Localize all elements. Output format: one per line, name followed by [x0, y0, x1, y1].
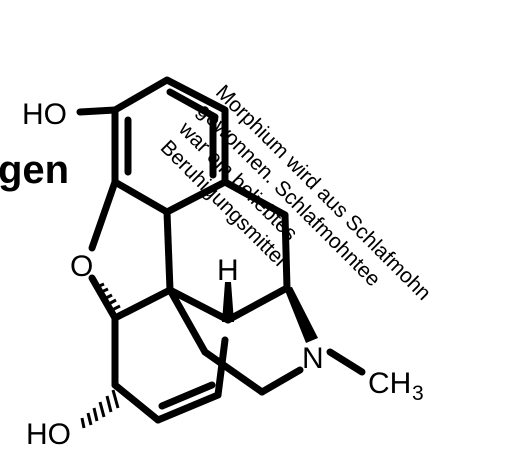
heading-fragment: gen [0, 148, 70, 192]
bond-lines [76, 76, 366, 424]
atom-ch: CH [368, 367, 411, 400]
wedge-bond-h [222, 282, 234, 322]
atom-o-ring: O [70, 250, 93, 283]
atom-ho-bottom: HO [26, 418, 71, 451]
atom-n: N [302, 342, 324, 375]
hashed-bond-o [96, 282, 121, 314]
hashed-bond-ho [80, 389, 120, 429]
atom-h: H [217, 254, 239, 287]
atom-ho-top: HO [22, 98, 67, 131]
atom-ch-subscript: 3 [412, 382, 424, 405]
wedge-bond-n [284, 287, 318, 343]
